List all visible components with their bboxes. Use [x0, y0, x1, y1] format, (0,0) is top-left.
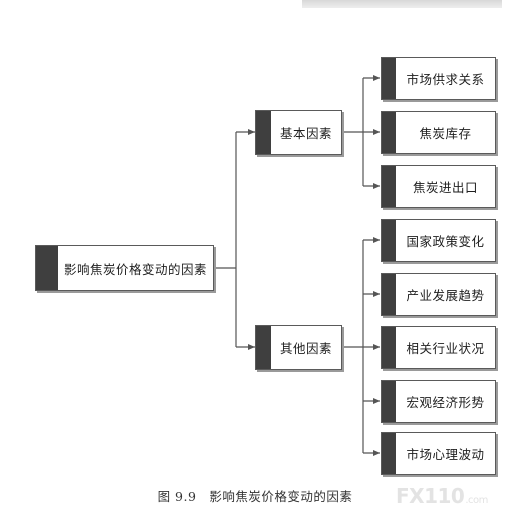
factor-node-label: 市场心理波动: [406, 447, 485, 462]
factor-node: 焦炭库存: [381, 111, 496, 154]
category-node-other: 其他因素: [255, 325, 342, 370]
node-accent-bar: [382, 381, 396, 422]
factor-node-label: 相关行业状况: [406, 341, 485, 356]
figure-caption: 图 9.9 影响焦炭价格变动的因素: [157, 489, 353, 504]
node-accent-bar: [382, 166, 396, 207]
root-node-label: 影响焦炭价格变动的因素: [63, 261, 207, 277]
node-accent-bar: [382, 58, 396, 99]
factor-node-label: 国家政策变化: [406, 234, 485, 249]
factor-node: 焦炭进出口: [381, 165, 496, 208]
node-accent-bar: [256, 326, 271, 369]
factor-node-label: 市场供求关系: [406, 72, 485, 87]
node-accent-bar: [382, 112, 396, 153]
node-accent-bar: [382, 220, 396, 261]
factor-node: 国家政策变化: [381, 219, 496, 262]
root-node: 影响焦炭价格变动的因素: [35, 245, 214, 291]
factor-node-label: 宏观经济形势: [406, 395, 485, 410]
factor-node: 市场心理波动: [381, 432, 496, 475]
category-node-label: 其他因素: [279, 341, 332, 356]
category-node-label: 基本因素: [279, 126, 332, 141]
node-accent-bar: [382, 433, 396, 474]
factor-node-label: 焦炭库存: [419, 126, 472, 141]
node-accent-bar: [382, 274, 396, 315]
watermark-main: FX110: [396, 484, 465, 508]
node-accent-bar: [36, 246, 58, 290]
watermark-logo: FX110.com: [396, 484, 488, 508]
factor-node: 市场供求关系: [381, 57, 496, 100]
factor-node: 产业发展趋势: [381, 273, 496, 316]
factor-node-label: 焦炭进出口: [412, 180, 478, 195]
node-accent-bar: [382, 327, 396, 368]
factor-node: 相关行业状况: [381, 326, 496, 369]
node-accent-bar: [256, 111, 271, 154]
factor-node-label: 产业发展趋势: [406, 288, 485, 303]
page-header-fragment: [302, 0, 502, 8]
watermark-suffix: .com: [465, 495, 488, 506]
factor-node: 宏观经济形势: [381, 380, 496, 423]
category-node-basic: 基本因素: [255, 110, 342, 155]
